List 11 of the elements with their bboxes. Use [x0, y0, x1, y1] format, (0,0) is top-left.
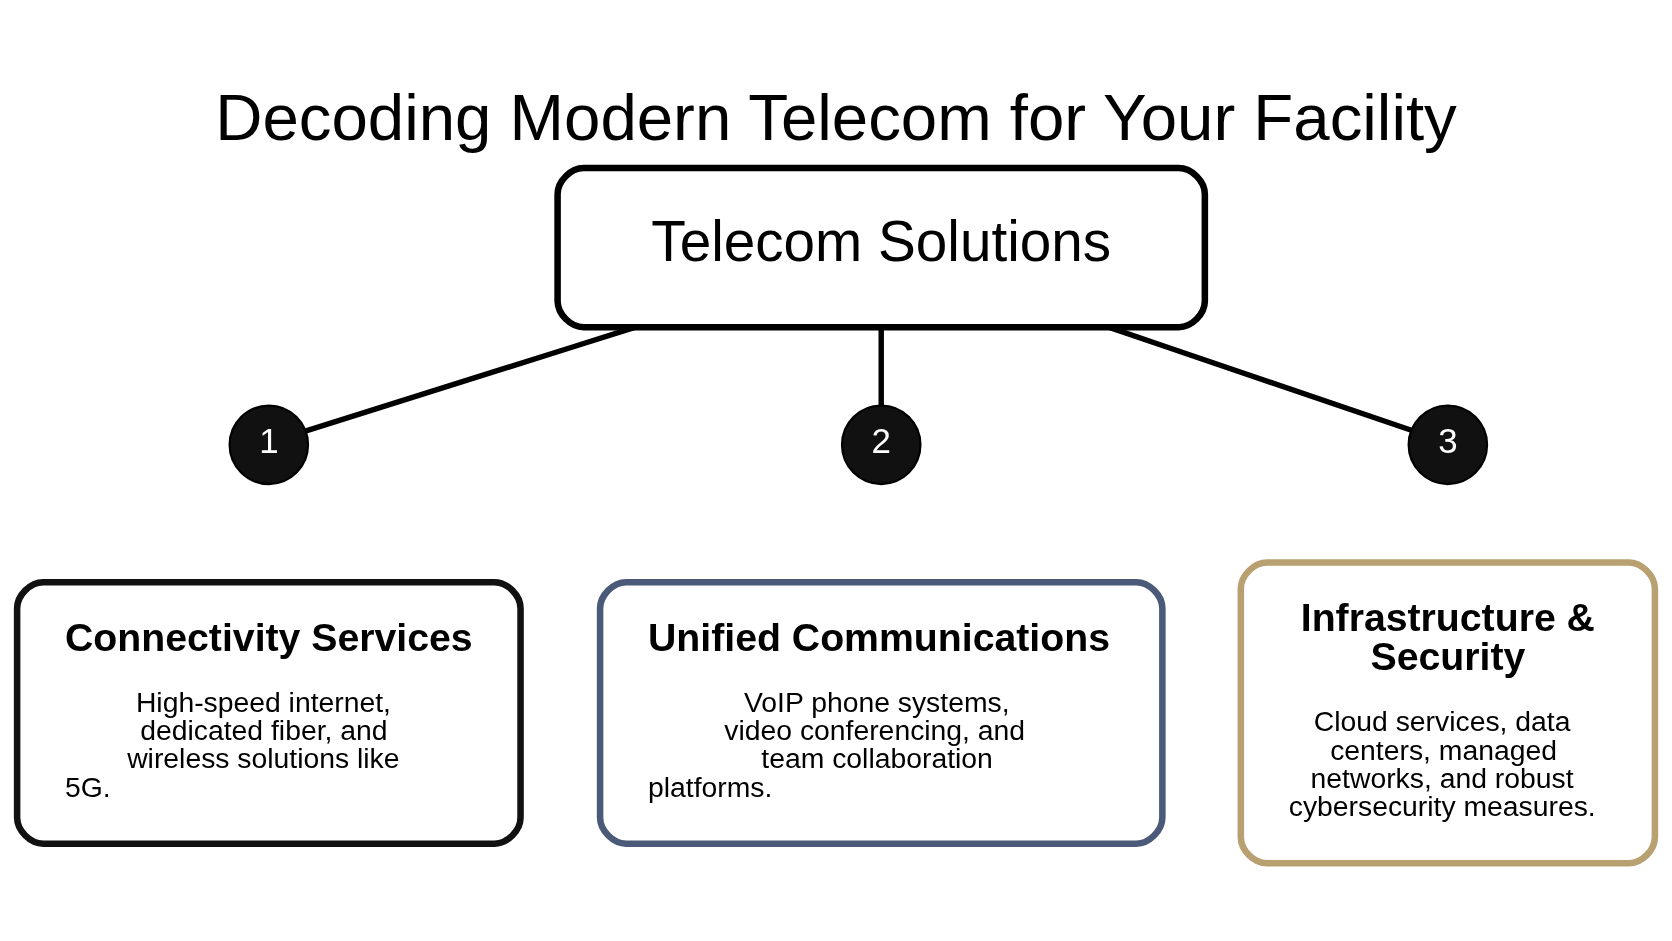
node-circle: 3: [1407, 404, 1489, 485]
node-box: Telecom Solutions: [554, 164, 1209, 330]
connector: [305, 324, 636, 433]
node-box: Unified Communications VoIP phone systems, video conferencing, and team collaboration platforms.: [596, 578, 1166, 847]
connector: [878, 327, 884, 405]
node-circle: 2: [840, 404, 922, 485]
node-box: Connectivity Services High-speed internet, dedicated fiber, and wireless solutions like 5G.: [13, 578, 524, 847]
node-circle: 1: [228, 404, 310, 485]
diagram-title: Decoding Modern Telecom for Your Facility: [215, 80, 1457, 154]
connector: [1108, 324, 1413, 433]
node-box: Infrastructure & Security Cloud services, data centers, managed networks, and robust cybersecurity measures.: [1237, 558, 1659, 867]
